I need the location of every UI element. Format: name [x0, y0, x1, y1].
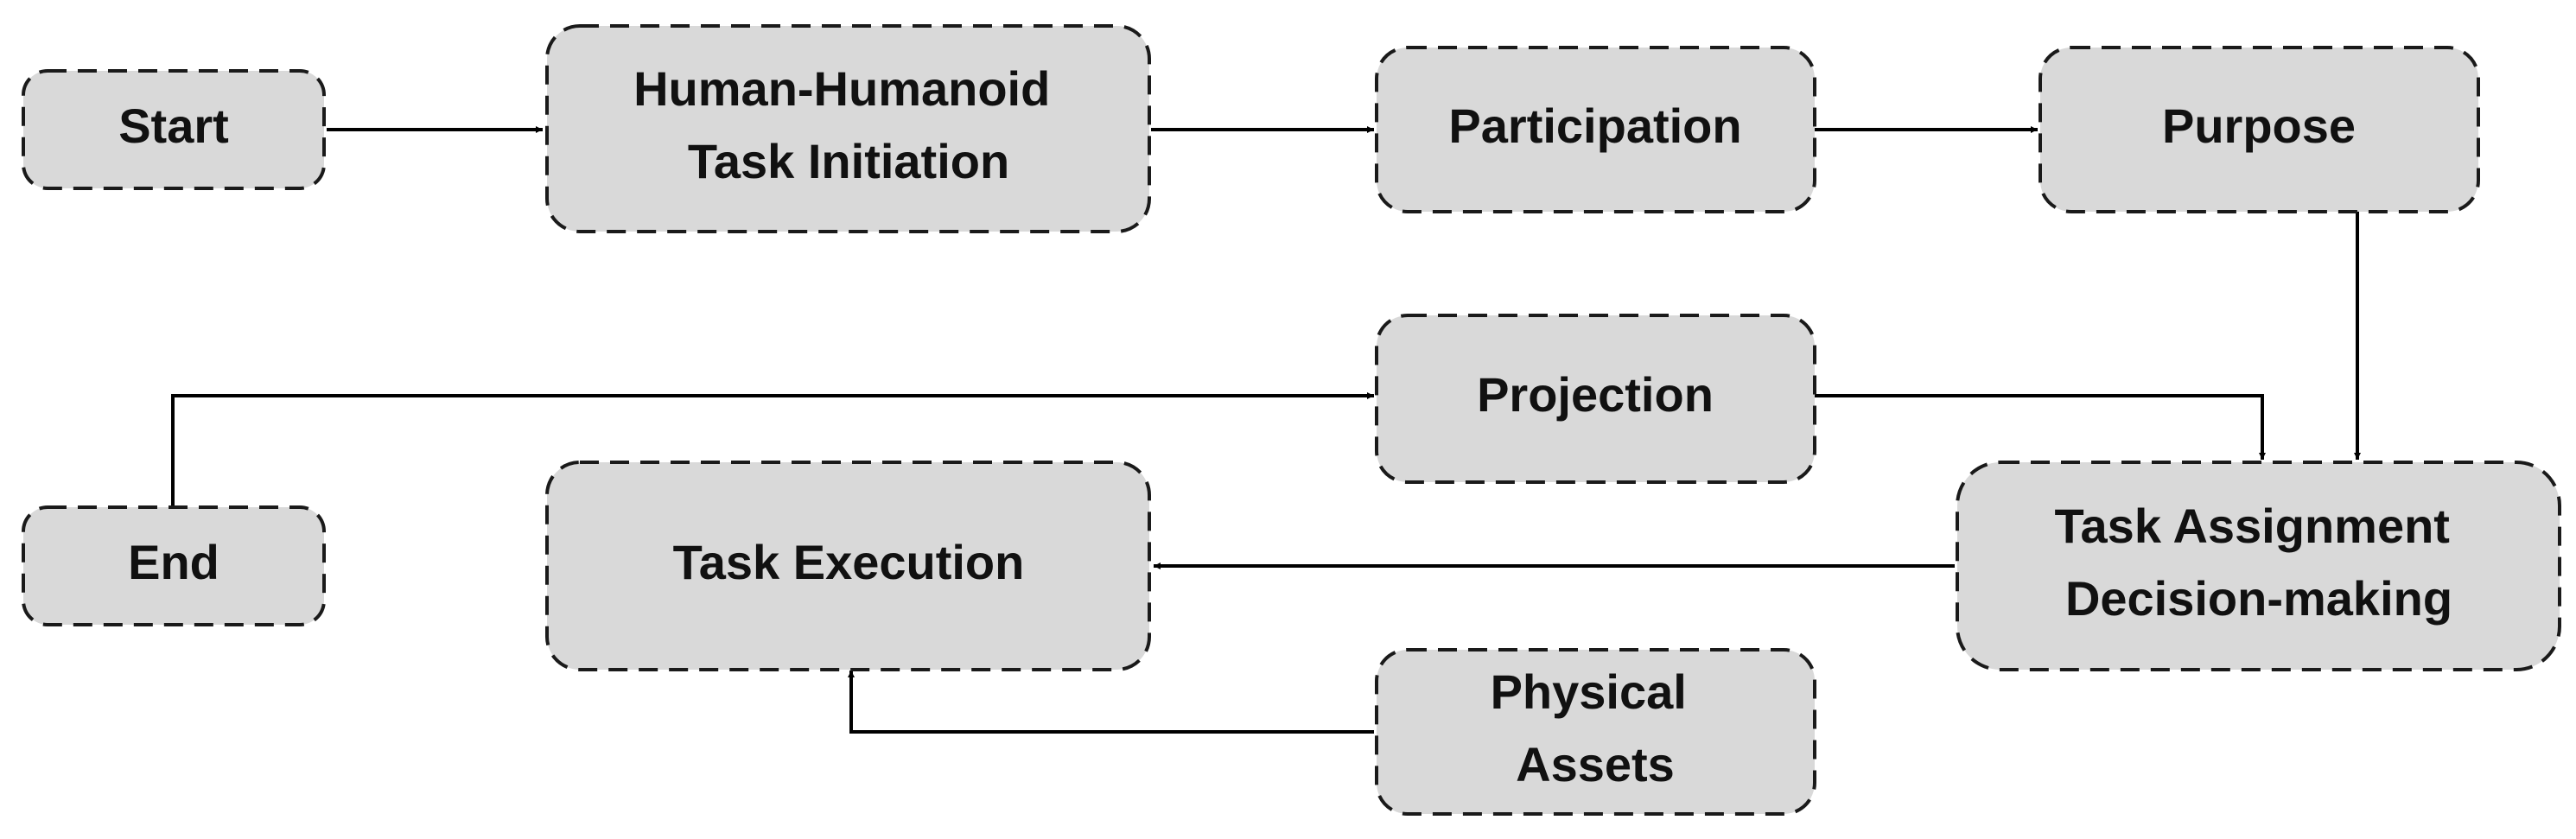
node-assets: Physical Assets — [1375, 648, 1816, 816]
node-assignment-label: Task Assignment Decision-making — [2054, 499, 2463, 626]
node-initiation-box — [545, 24, 1151, 233]
node-purpose: Purpose — [2039, 46, 2480, 213]
node-start-box — [22, 69, 326, 190]
edge-projection-to-assignment — [1815, 394, 2266, 460]
node-start-label: Start — [118, 99, 229, 153]
edges — [171, 126, 2361, 734]
node-projection-line: Projection — [1477, 367, 1714, 422]
node-initiation-line-2: Task Initiation — [688, 134, 1009, 188]
node-start: Start — [22, 69, 326, 190]
edge-end-to-projection — [171, 392, 1374, 507]
node-participation: Participation — [1375, 46, 1816, 213]
node-assets-line-1: Physical — [1491, 664, 1687, 719]
node-initiation-line-1: Human-Humanoid — [633, 61, 1050, 116]
node-purpose-line: Purpose — [2162, 99, 2356, 153]
node-purpose-label: Purpose — [2162, 99, 2356, 153]
node-projection-label: Projection — [1477, 367, 1714, 422]
node-initiation: Human-Humanoid Task Initiation — [545, 24, 1151, 233]
node-end-box — [22, 505, 326, 626]
node-initiation-label: Human-Humanoid Task Initiation — [633, 61, 1064, 188]
edge-assets-to-execution — [848, 671, 1374, 734]
node-end: End — [22, 505, 326, 626]
node-projection-box — [1375, 314, 1816, 484]
node-execution-box — [545, 461, 1151, 671]
node-execution: Task Execution — [545, 461, 1151, 671]
nodes: Start Human-Humanoid Task Initiation Par… — [22, 24, 2561, 816]
node-projection: Projection — [1375, 314, 1816, 484]
node-assignment-line-1: Task Assignment — [2054, 499, 2449, 553]
node-purpose-box — [2039, 46, 2480, 213]
node-participation-label: Participation — [1448, 99, 1741, 153]
node-assets-label: Physical Assets — [1491, 664, 1701, 791]
node-assets-box — [1375, 648, 1816, 816]
node-participation-box — [1375, 46, 1816, 213]
node-execution-line: Task Execution — [673, 535, 1025, 589]
node-execution-label: Task Execution — [673, 535, 1025, 589]
node-assignment-box — [1956, 461, 2561, 671]
node-start-line: Start — [118, 99, 229, 153]
node-assignment-line-2: Decision-making — [2065, 571, 2452, 626]
node-end-label: End — [128, 535, 219, 589]
node-assets-line-2: Assets — [1516, 737, 1675, 791]
node-end-line: End — [128, 535, 219, 589]
node-assignment: Task Assignment Decision-making — [1956, 461, 2561, 671]
node-participation-line: Participation — [1448, 99, 1741, 153]
